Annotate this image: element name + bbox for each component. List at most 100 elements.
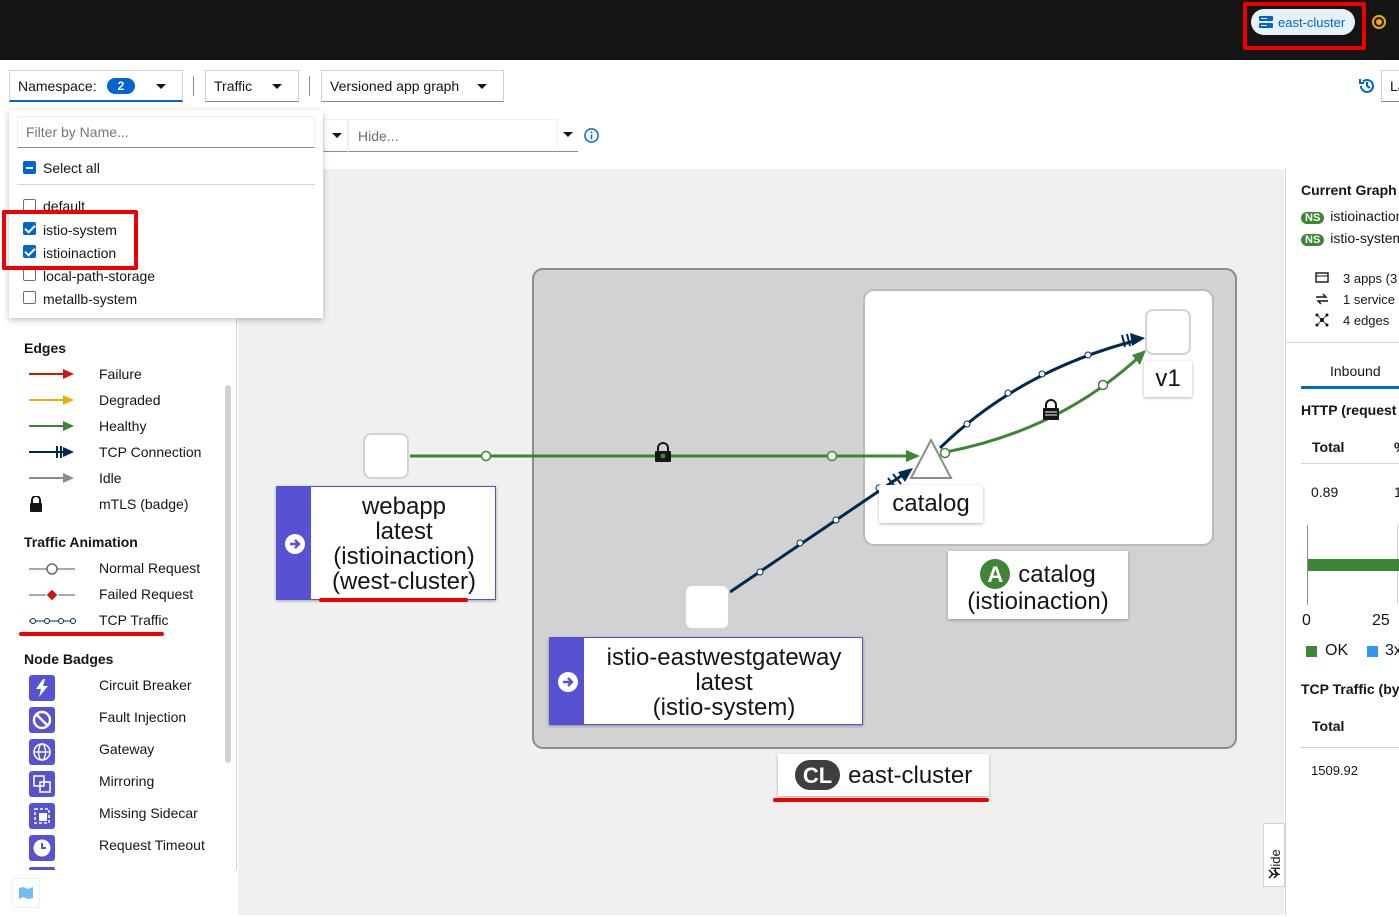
traffic-selector[interactable]: Traffic (205, 70, 299, 102)
degraded-edge-icon (29, 395, 74, 405)
chart-axis-label-0: 0 (1302, 612, 1311, 629)
namespace-filter-input[interactable] (17, 116, 315, 148)
select-all-label: Select all (43, 160, 100, 176)
legend-badges-title: Node Badges (24, 651, 114, 667)
find-options-toggle[interactable] (323, 119, 348, 152)
namespace-checkbox-istio-system[interactable] (23, 222, 36, 235)
http-total-header: Total (1312, 439, 1345, 455)
graph-type-label: Versioned app graph (330, 78, 460, 94)
ns-badge: NS (1301, 212, 1325, 224)
tcp-traffic-icon (29, 618, 76, 624)
service-icon (1316, 293, 1328, 305)
apps-icon (1315, 272, 1329, 283)
highlight-underline (19, 632, 164, 636)
legend-scrollbar[interactable] (225, 385, 231, 763)
legend-edge-tcp: TCP Connection (99, 444, 202, 460)
panel-namespace: istio-system (1330, 230, 1399, 246)
gateway-arrow-icon (558, 672, 578, 692)
gateway-namespace: (istio-system) (652, 694, 796, 721)
http-percent-header: % (1394, 439, 1399, 455)
workload-node-catalog-v1[interactable] (1145, 309, 1191, 355)
legend-badge-missing-sidecar: Missing Sidecar (99, 805, 198, 821)
namespace-label-istioinaction: istioinaction (43, 245, 117, 261)
namespace-checkbox-metallb-system[interactable] (23, 291, 36, 304)
cluster-label[interactable]: CL east-cluster (778, 754, 989, 796)
webapp-namespace: (istioinaction) (333, 543, 475, 570)
traffic-label: Traffic (214, 78, 253, 94)
namespace-label: Namespace: (18, 77, 97, 94)
hide-input[interactable]: Hide... (348, 119, 558, 152)
server-icon (1259, 16, 1273, 28)
workload-node-gateway[interactable] (684, 584, 730, 630)
cluster-label-name: east-cluster (848, 761, 973, 789)
namespace-selector[interactable]: Namespace: 2 (9, 70, 183, 102)
info-icon[interactable] (584, 128, 599, 143)
last-duration-selector[interactable]: La (1381, 70, 1399, 102)
highlight-box-cluster (1243, 2, 1366, 50)
chevron-down-icon (332, 133, 342, 138)
namespace-label-metallb-system: metallb-system (43, 291, 138, 307)
hide-options-toggle[interactable] (558, 119, 578, 152)
tcp-total-value: 1509.92 (1311, 763, 1358, 778)
status-indicator-icon[interactable] (1372, 15, 1386, 29)
panel-edges-count: 4 edges (1343, 313, 1390, 328)
highlight-underline (319, 598, 468, 602)
http-ok-bar[interactable] (1308, 559, 1399, 571)
gateway-version: latest (695, 669, 753, 696)
dropdown-divider (17, 184, 315, 185)
legend-ok-swatch (1306, 646, 1317, 657)
chart-axis-label-25: 25 (1372, 612, 1390, 629)
gateway-name: istio-eastwestgateway (606, 644, 842, 671)
legend-toggle-button[interactable] (12, 878, 40, 908)
graph-type-selector[interactable]: Versioned app graph (321, 70, 504, 102)
webapp-version: latest (375, 518, 433, 545)
panel-services-count: 1 service (1343, 292, 1396, 307)
http-title: HTTP (request (1301, 402, 1397, 418)
legend-badge-gateway: Gateway (99, 741, 155, 757)
cluster-badge-cl: CL (794, 760, 841, 790)
legend-traffic-tcp: TCP Traffic (99, 612, 169, 628)
gateway-label[interactable]: istio-eastwestgateway latest (istio-syst… (549, 637, 863, 725)
app-label-catalog[interactable]: A catalog (istioinaction) (948, 551, 1128, 619)
edges-icon (1315, 313, 1329, 327)
bolt-icon (29, 675, 55, 701)
tcp-edge-icon (29, 446, 74, 458)
map-icon (19, 887, 33, 899)
catalog-service-label[interactable]: catalog (879, 485, 983, 523)
gateway-side-bar (277, 487, 311, 599)
legend-3x-label: 3x (1385, 642, 1399, 659)
hide-panel-button[interactable]: Hide (1263, 823, 1285, 887)
chart-axis (1307, 525, 1308, 605)
history-icon[interactable] (1358, 77, 1376, 95)
catalog-v1-label[interactable]: v1 (1144, 361, 1192, 397)
graph-legend: Edges Failure Degraded Healthy TCP Conne… (9, 318, 237, 870)
select-all-checkbox[interactable] (23, 161, 36, 174)
legend-edge-failure: Failure (99, 366, 142, 382)
http-percent-value: 1 (1394, 484, 1399, 500)
namespace-checkbox-istioinaction[interactable] (23, 245, 36, 258)
failed-request-icon (29, 588, 75, 602)
tab-inbound[interactable]: Inbound (1330, 363, 1381, 379)
idle-edge-icon (29, 473, 74, 483)
lock-icon (30, 496, 42, 512)
workload-node-webapp[interactable] (363, 433, 409, 479)
app-badge: A (980, 559, 1011, 589)
app-namespace: (istioinaction) (967, 588, 1109, 615)
legend-traffic-title: Traffic Animation (24, 534, 138, 550)
cluster-badge[interactable]: east-cluster (1251, 9, 1355, 35)
hide-placeholder: Hide... (358, 128, 399, 144)
namespace-count-badge: 2 (106, 77, 136, 94)
webapp-label[interactable]: webapp latest (istioinaction) (west-clus… (276, 486, 496, 600)
namespace-label-default: default (43, 198, 86, 210)
gateway-arrow-icon (285, 534, 305, 554)
double-chevron-right-icon (1268, 869, 1280, 879)
webapp-cluster: (west-cluster) (331, 568, 476, 595)
legend-traffic-failed: Failed Request (99, 586, 194, 602)
missing-sidecar-icon (29, 803, 55, 829)
legend-3x-swatch (1367, 646, 1378, 657)
healthy-edge-icon (29, 421, 74, 431)
app-name: catalog (1018, 560, 1096, 588)
chevron-down-icon (156, 84, 166, 89)
